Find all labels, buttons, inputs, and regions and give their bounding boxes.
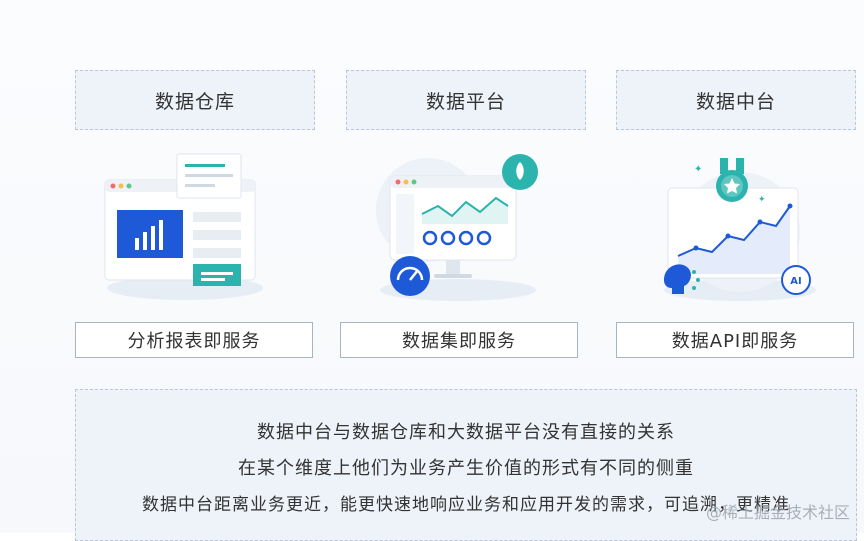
trend-point	[725, 233, 731, 239]
ring-indicator	[422, 230, 438, 246]
monitor-stand	[446, 260, 460, 274]
card-line	[185, 184, 215, 187]
summary-panel: 数据中台与数据仓库和大数据平台没有直接的关系 在某个维度上他们为业务产生价值的形…	[75, 389, 857, 541]
rocket-body	[516, 162, 524, 180]
top-box-data-warehouse: 数据仓库	[75, 70, 315, 130]
top-box-label: 数据中台	[695, 90, 776, 113]
mini-bar	[151, 226, 155, 250]
trend-line	[677, 205, 791, 257]
card-line	[185, 174, 233, 177]
sparkle-icon: ✦	[758, 195, 766, 205]
service-box-api: 数据API即服务	[616, 322, 854, 358]
network-node	[692, 270, 696, 274]
mini-bar	[159, 220, 163, 250]
mini-bar	[135, 238, 139, 250]
sparkle-icon: ✦	[694, 164, 702, 175]
window-dot-yellow	[118, 183, 124, 189]
report-dashboard-illustration	[104, 153, 263, 300]
trend-point	[787, 203, 793, 209]
service-box-reports: 分析报表即服务	[75, 322, 313, 358]
network-node	[696, 278, 700, 282]
ring-indicator	[476, 230, 492, 246]
service-box-label: 分析报表即服务	[127, 331, 261, 352]
service-box-datasets: 数据集即服务	[340, 322, 578, 358]
ring-indicator	[440, 230, 456, 246]
trend-point	[757, 219, 763, 225]
line-chart-series	[421, 196, 509, 218]
summary-line: 数据中台距离业务更近，能更快速地响应业务和应用开发的需求，可追溯，更精准	[142, 495, 790, 515]
head-icon	[664, 264, 691, 294]
line-chart-area	[422, 198, 508, 224]
network-node	[692, 286, 696, 290]
monitor-base	[434, 274, 472, 278]
bar-chart-panel	[117, 210, 183, 258]
window-dot-red	[395, 179, 401, 185]
ai-chip-icon	[781, 265, 811, 295]
window-dot-green	[126, 183, 132, 189]
gauge-needle	[409, 269, 419, 281]
gauge-arc	[396, 266, 424, 281]
top-box-data-platform: 数据平台	[346, 70, 586, 130]
gauge-icon	[390, 256, 430, 296]
window-dot-red	[110, 183, 116, 189]
ai-chip-label: AI	[790, 276, 801, 287]
service-box-label: 数据集即服务	[402, 331, 516, 352]
data-platform-illustration	[376, 154, 538, 301]
text-placeholder	[193, 230, 241, 240]
top-box-data-middle-platform: 数据中台	[616, 70, 856, 130]
monitor-bar	[390, 176, 516, 188]
data-middle-platform-illustration: ✦ ✦ AI	[664, 158, 816, 301]
card-line	[185, 164, 225, 167]
trend-point	[693, 245, 699, 251]
card-line	[201, 278, 225, 281]
summary-line: 在某个维度上他们为业务产生价值的形式有不同的侧重	[238, 458, 694, 479]
text-placeholder	[193, 248, 241, 258]
ring-indicator	[458, 230, 474, 246]
window-dot-yellow	[403, 179, 409, 185]
medal-ribbon	[720, 158, 728, 174]
medal-ribbon	[736, 158, 744, 174]
window-dot-green	[411, 179, 417, 185]
text-placeholder	[193, 212, 241, 222]
summary-line: 数据中台与数据仓库和大数据平台没有直接的关系	[257, 422, 675, 443]
mini-bar	[143, 232, 147, 250]
side-panel	[396, 194, 414, 254]
top-box-label: 数据平台	[425, 90, 506, 113]
card-line	[201, 272, 233, 275]
top-box-label: 数据仓库	[154, 90, 235, 113]
star-icon	[724, 178, 740, 194]
service-box-label: 数据API即服务	[671, 331, 799, 352]
watermark: @稀土掘金技术社区	[705, 503, 850, 522]
